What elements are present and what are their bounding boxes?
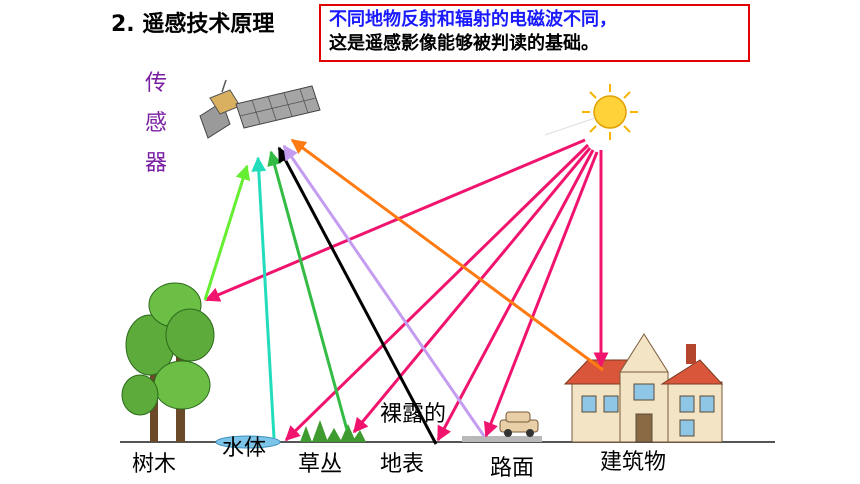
water-reflection-ray (251, 156, 276, 439)
satellite-icon (199, 79, 321, 139)
sensor-label-char-1: 传 (144, 71, 167, 96)
house-icon (563, 333, 724, 443)
road-reflection-ray (282, 144, 486, 437)
label-tree: 树木 (132, 452, 177, 477)
label-grass: 草丛 (298, 452, 343, 477)
principle-note: 不同地物反射和辐射的电磁波不同， 这是遥感影像能够被判读的基础。 (319, 4, 750, 62)
tree-reflection-ray (203, 164, 251, 301)
label-bare-top: 裸露的 (380, 402, 447, 427)
note-line-2: 这是遥感影像能够被判读的基础。 (329, 33, 599, 54)
car-icon (499, 411, 539, 437)
road-surface (462, 436, 542, 442)
incident-rays (204, 138, 609, 442)
sensor-label-char-2: 感 (144, 111, 167, 136)
bare-ground-reflection-ray (277, 146, 438, 445)
sensor-label: 传 感 器 (141, 64, 171, 184)
grass-reflection-ray (267, 150, 349, 431)
label-road: 路面 (490, 456, 535, 481)
sun-icon (582, 84, 638, 140)
label-bare-ground: 地表 (380, 452, 425, 477)
building-reflection-ray (290, 138, 604, 372)
page-title: 2. 遥感技术原理 (111, 12, 275, 37)
water-icon (215, 435, 281, 449)
tree-icon (121, 282, 215, 442)
sensor-label-char-3: 器 (144, 151, 167, 176)
label-building: 建筑物 (600, 450, 667, 475)
label-water: 水体 (222, 436, 267, 461)
note-line-1: 不同地物反射和辐射的电磁波不同， (329, 9, 617, 30)
grass-icon (300, 420, 366, 442)
